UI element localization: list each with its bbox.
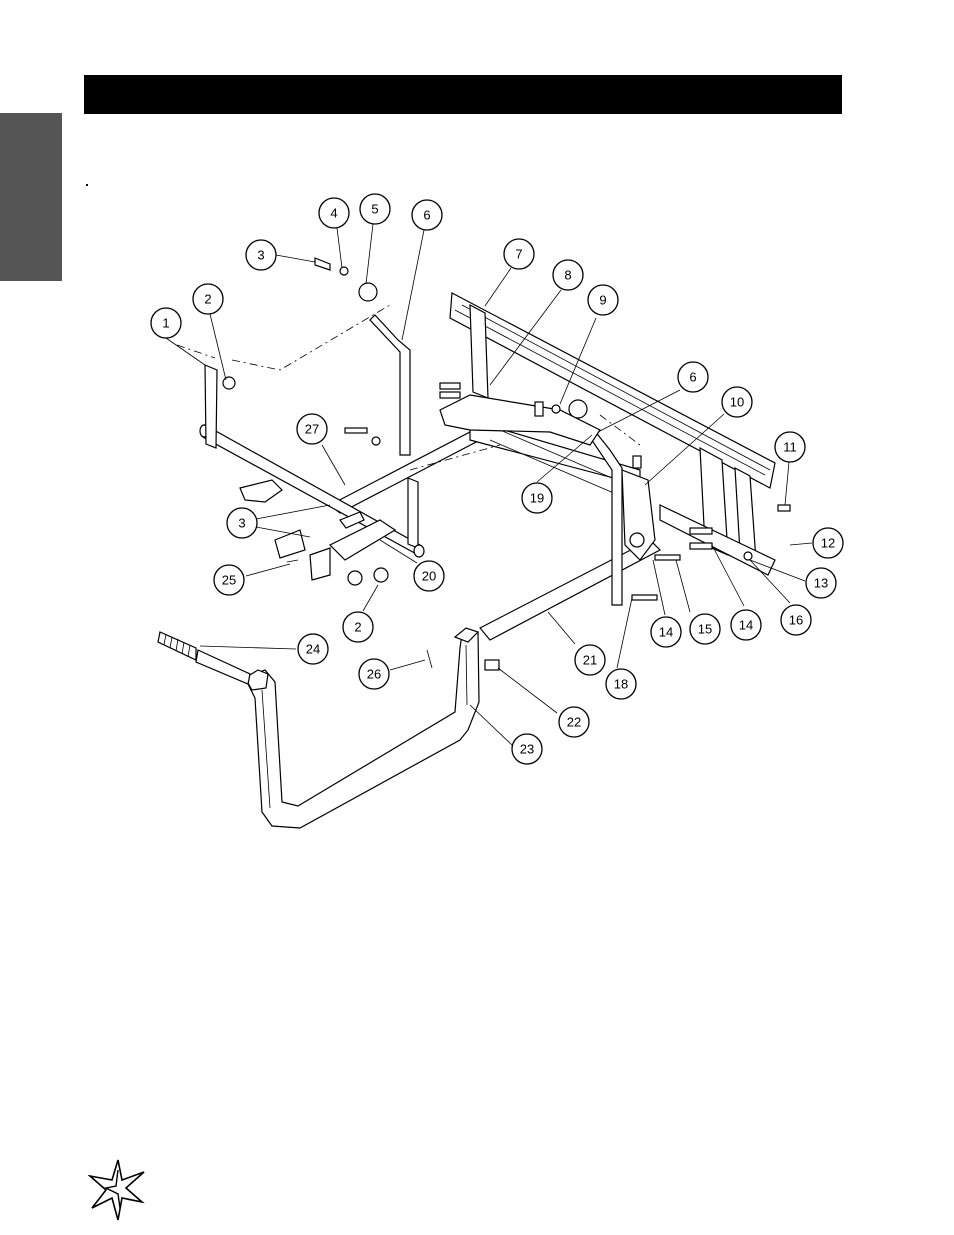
pivot-plate-part (621, 455, 656, 561)
svg-text:8: 8 (564, 268, 571, 283)
callout-1: 1 (150, 307, 182, 339)
callout-24: 24 (297, 633, 329, 665)
front-handle-part (244, 627, 480, 829)
callout-14-left: 14 (650, 616, 682, 648)
svg-text:24: 24 (306, 642, 320, 657)
star-logo-icon (88, 1159, 145, 1221)
svg-text:26: 26 (367, 667, 381, 682)
svg-text:13: 13 (814, 576, 828, 591)
callout-9: 9 (587, 284, 619, 316)
callout-19: 19 (521, 482, 553, 514)
svg-text:21: 21 (583, 653, 597, 668)
svg-text:23: 23 (520, 742, 534, 757)
svg-text:12: 12 (821, 536, 835, 551)
cross-shaft-part (199, 364, 425, 558)
svg-text:9: 9 (599, 293, 606, 308)
callout-2: 2 (192, 283, 224, 315)
callout-18: 18 (605, 668, 637, 700)
callout-2-lower: 2 (342, 611, 374, 643)
callout-26: 26 (358, 658, 390, 690)
control-arm-left-part (358, 282, 411, 456)
svg-text:4: 4 (330, 206, 337, 221)
link-assembly-part (274, 511, 397, 586)
svg-text:25: 25 (222, 573, 236, 588)
svg-text:1: 1 (162, 316, 169, 331)
center-lines (176, 304, 641, 471)
svg-text:14: 14 (659, 625, 673, 640)
grip-part (157, 631, 251, 685)
callout-3-lower: 3 (226, 507, 258, 539)
callout-10: 10 (721, 386, 753, 418)
callout-27: 27 (296, 413, 328, 445)
svg-text:5: 5 (371, 202, 378, 217)
section-header-bar (84, 75, 842, 114)
leader-lines (165, 223, 813, 746)
svg-text:3: 3 (257, 248, 264, 263)
fasteners-part (222, 257, 791, 671)
callout-20: 20 (413, 560, 445, 592)
callout-3: 3 (245, 239, 277, 271)
svg-text:11: 11 (783, 440, 797, 455)
svg-text:19: 19 (530, 491, 544, 506)
callout-15: 15 (689, 613, 721, 645)
callout-7: 7 (503, 238, 535, 270)
callout-8: 8 (552, 259, 584, 291)
callout-21: 21 (574, 644, 606, 676)
svg-text:3: 3 (238, 516, 245, 531)
svg-text:22: 22 (567, 715, 581, 730)
svg-text:14: 14 (739, 618, 753, 633)
callout-14-right: 14 (730, 609, 762, 641)
svg-text:18: 18 (614, 677, 628, 692)
callout-25: 25 (213, 564, 245, 596)
callout-6-left: 6 (411, 199, 443, 231)
callout-22: 22 (558, 706, 590, 738)
callout-4: 4 (318, 197, 350, 229)
svg-text:7: 7 (515, 247, 522, 262)
callout-11: 11 (774, 431, 806, 463)
svg-text:16: 16 (789, 613, 803, 628)
side-tab (0, 113, 62, 281)
upper-bracket-part (439, 394, 601, 446)
svg-text:10: 10 (730, 395, 744, 410)
svg-text:6: 6 (423, 208, 430, 223)
svg-text:2: 2 (354, 620, 361, 635)
callout-23: 23 (511, 733, 543, 765)
callout-5: 5 (359, 193, 391, 225)
callout-6-right: 6 (677, 361, 709, 393)
svg-text:15: 15 (698, 622, 712, 637)
svg-text:27: 27 (305, 422, 319, 437)
svg-text:2: 2 (204, 292, 211, 307)
callout-16: 16 (780, 604, 812, 636)
svg-text:20: 20 (422, 569, 436, 584)
callout-12: 12 (812, 527, 844, 559)
callout-13: 13 (805, 567, 837, 599)
stray-mark (86, 184, 88, 186)
svg-text:6: 6 (689, 370, 696, 385)
